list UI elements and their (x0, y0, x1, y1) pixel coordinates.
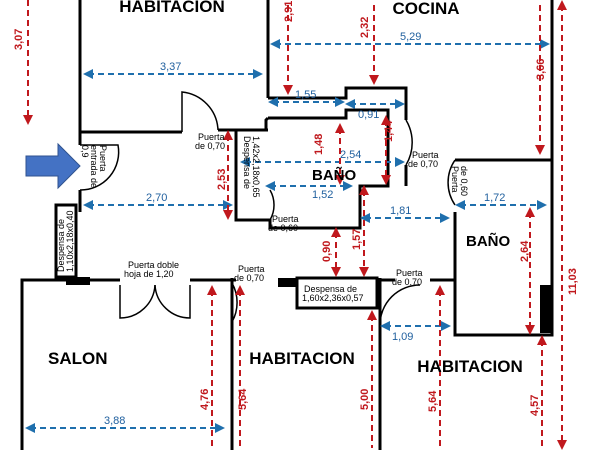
dim-1-81: 1,81 (390, 205, 411, 217)
room-bano-right: BAÑO (466, 232, 510, 250)
door-bano-right-a-label: Puerta de 0,70 (408, 150, 439, 169)
dim-1-55: 1,55 (295, 89, 316, 101)
door-bano-right-b-label: Puerta de 0,60 (450, 166, 469, 196)
dim-2-53: 2,53 (216, 169, 228, 190)
dim-2-64: 2,64 (519, 240, 531, 262)
svg-text:de 0,70: de 0,70 (195, 141, 225, 151)
dim-5-64-right: 5,64 (427, 390, 439, 412)
dim-5-64-mid: 5,64 (237, 388, 249, 410)
door-entrada-label: Puerta entrada de 0,9 (80, 145, 108, 188)
svg-text:Despensa de: Despensa de (304, 284, 357, 294)
svg-text:Puerta: Puerta (396, 268, 423, 278)
dim-0-90: 0,90 (321, 241, 333, 262)
svg-text:Puerta doble: Puerta doble (128, 260, 179, 270)
dim-1-72: 1,72 (484, 192, 505, 204)
svg-text:de 0,70: de 0,70 (392, 277, 422, 287)
dim-1-48: 1,48 (313, 134, 325, 155)
dim-1-57: 1,57 (351, 229, 363, 250)
dim-2-32: 2,32 (359, 17, 371, 38)
dim-3-07: 3,07 (13, 29, 25, 50)
svg-text:Puerta: Puerta (450, 166, 460, 193)
dim-1-52: 1,52 (312, 189, 333, 201)
dim-4-76: 4,76 (199, 389, 211, 410)
svg-text:Despensa de: Despensa de (242, 136, 252, 189)
door-bano-center-label: Puerta de 0,60 (268, 214, 299, 233)
red-dimension-lines (23, 0, 567, 450)
door-hab-right-label: Puerta de 0,70 (392, 268, 423, 287)
dim-2-91: 2,91 (283, 1, 295, 22)
dim-1-44: 1,44 (383, 120, 395, 142)
svg-text:de 0,70: de 0,70 (234, 273, 264, 283)
room-habitacion-right: HABITACION (417, 357, 522, 376)
dim-3-88: 3,88 (104, 415, 125, 427)
svg-text:de 0,60: de 0,60 (459, 166, 469, 196)
room-bano-center: BAÑO (312, 166, 356, 184)
door-hab-top-label: Puerta de 0,70 (195, 132, 225, 151)
svg-text:Puerta: Puerta (272, 214, 299, 224)
dim-2-70: 2,70 (146, 192, 167, 204)
svg-text:Puerta: Puerta (238, 264, 265, 274)
svg-text:de 0,70: de 0,70 (408, 159, 438, 169)
svg-text:entrada de: entrada de (89, 145, 99, 188)
dim-2-54: 2,54 (340, 149, 361, 161)
dim-3-66: 3,66 (535, 59, 547, 80)
door-hab-mid-label: Puerta de 0,70 (234, 264, 265, 283)
dim-11-03: 11,03 (567, 268, 579, 295)
svg-text:Puerta: Puerta (412, 150, 439, 160)
room-salon: SALON (48, 349, 108, 368)
room-habitacion-top: HABITACION (119, 0, 224, 16)
door-doble-label: Puerta doble hoja de 1,20 (124, 260, 179, 279)
storage-left-label: Despensa de 1,10x2,18x0,40 (56, 210, 75, 272)
dim-5-00: 5,00 (359, 389, 371, 410)
svg-text:hoja de 1,20: hoja de 1,20 (124, 269, 174, 279)
dim-5-29: 5,29 (400, 31, 421, 43)
svg-text:Puerta: Puerta (198, 132, 225, 142)
svg-text:0,9: 0,9 (80, 145, 90, 158)
room-cocina: COCINA (392, 0, 459, 18)
dim-3-37: 3,37 (160, 61, 181, 73)
svg-text:Despensa de: Despensa de (56, 219, 66, 272)
svg-text:1,42x2,18x0,65: 1,42x2,18x0,65 (251, 136, 261, 198)
dim-0-91: 0,91 (358, 109, 379, 121)
blue-dimension-lines (25, 39, 550, 433)
dim-1-09: 1,09 (392, 331, 413, 343)
walls (20, 0, 554, 450)
svg-text:Puerta: Puerta (98, 145, 108, 172)
door-swings (79, 91, 456, 326)
storage-center-label: Despensa de 1,42x2,18x0,65 (242, 136, 261, 198)
room-habitacion-mid: HABITACION (249, 349, 354, 368)
svg-text:1,10x2,18x0,40: 1,10x2,18x0,40 (65, 210, 75, 272)
svg-text:1,60x2,36x0,57: 1,60x2,36x0,57 (302, 293, 364, 303)
arrow-right-icon (25, 142, 81, 190)
dim-4-57: 4,57 (529, 395, 541, 416)
svg-text:de 0,60: de 0,60 (268, 223, 298, 233)
storage-bottom-label: Despensa de 1,60x2,36x0,57 (302, 284, 364, 303)
